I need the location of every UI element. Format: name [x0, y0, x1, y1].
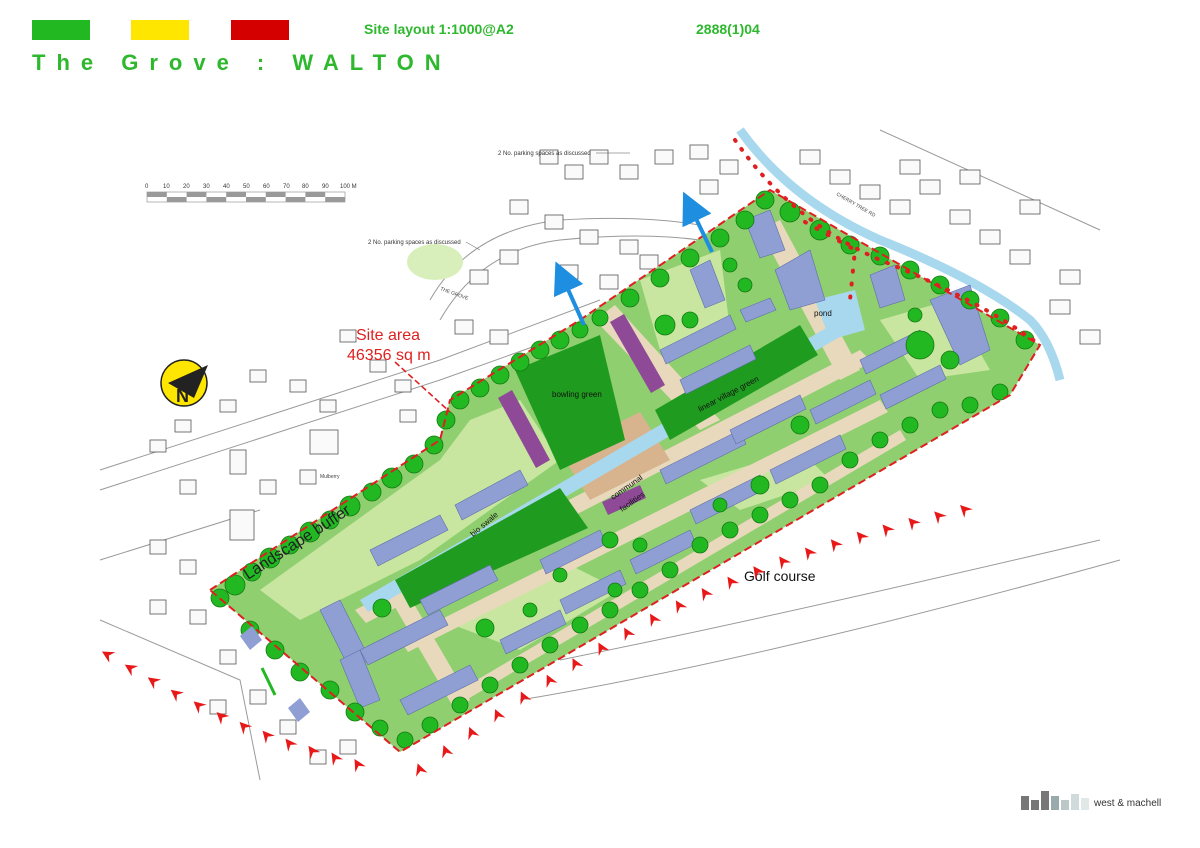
scale-bar-labels: 0 10 20 30 40 50 60 70 80 90 100 M: [145, 184, 357, 190]
facilities: [498, 314, 665, 515]
chevron-arrow-icon: [908, 517, 921, 531]
chevron-arrow-icon: [262, 730, 275, 744]
chevron-arrow-icon: [354, 758, 366, 773]
context-buildings: [149, 144, 1101, 765]
site-boundary: [208, 188, 1042, 754]
chevron-arrow-icon: [675, 600, 688, 614]
housing-blocks: [319, 209, 991, 716]
scale-label: 100 M: [340, 184, 357, 190]
chevron-arrow-icon: [701, 588, 714, 602]
pond: [815, 290, 865, 340]
legend-swatch-yellow: [131, 20, 189, 40]
street-label-the-grove: THE GROVE: [439, 286, 469, 302]
mulberry-label: Mulberry: [320, 474, 340, 480]
bowling-green-label: bowling green: [552, 390, 602, 399]
site-area-label: Site area: [356, 327, 420, 344]
access-arrow-west: [553, 261, 586, 326]
chevron-arrow-icon: [331, 752, 344, 766]
north-arrow-icon: [168, 365, 208, 398]
chevron-arrow-icon: [882, 524, 895, 538]
chevron-arrow-icon: [960, 505, 973, 518]
parking-area-green: [407, 244, 463, 280]
scale-label: 0: [145, 184, 149, 190]
legend-swatch-green: [32, 20, 90, 40]
bowling-green: [515, 335, 625, 470]
scale-label: 10: [163, 184, 170, 190]
chevron-arrow-icon: [934, 511, 947, 525]
chevron-arrow-icon: [416, 763, 428, 777]
site-area-leader: [394, 361, 451, 413]
north-arrow: N: [160, 359, 208, 407]
scale-bar: [146, 191, 346, 203]
bio-swale: [395, 488, 588, 608]
chevron-arrow-icon: [285, 738, 298, 752]
chevron-arrow-icon: [239, 721, 253, 735]
scale-label: 30: [203, 184, 210, 190]
chevron-arrow-icon: [572, 658, 584, 672]
chevron-arrow-icon: [442, 745, 454, 759]
linear-village-green: [655, 325, 818, 440]
scale-label: 70: [283, 184, 290, 190]
parking-note-top: 2 No. parking spaces as discussed: [498, 151, 591, 157]
chevron-arrow-icon: [468, 726, 480, 741]
chevron-arrow-icon: [753, 566, 766, 580]
scale-label: 60: [263, 184, 270, 190]
chevron-arrow-icon: [830, 539, 844, 553]
scale-label: 50: [243, 184, 250, 190]
chevron-arrow-icon: [779, 556, 792, 570]
chevron-arrow-icon: [598, 642, 610, 656]
pond-link-dots: [803, 220, 858, 302]
logo-mark: [1021, 791, 1089, 810]
scale-label: 40: [223, 184, 230, 190]
page-title: The Grove : WALTON: [32, 50, 452, 75]
chevron-arrow-icon: [124, 664, 139, 677]
chevron-arrow-icon: [216, 712, 230, 725]
drawing-number: 2888(1)04: [696, 21, 760, 37]
site-area-value: 46356 sq m: [347, 347, 431, 364]
parking-note-left: 2 No. parking spaces as discussed: [368, 240, 461, 246]
chevron-arrow-icon: [804, 547, 818, 561]
chevron-arrow-icon: [727, 576, 740, 590]
access-arrow-east: [682, 191, 714, 253]
chevron-arrow-icon: [624, 627, 636, 642]
chevron-arrow-icon: [308, 745, 321, 760]
chevron-arrow-icon: [520, 691, 532, 705]
layout-subtitle: Site layout 1:1000@A2: [364, 21, 514, 37]
pond-label: pond: [814, 309, 832, 318]
chevron-arrow-icon: [147, 677, 162, 690]
north-label: N: [176, 386, 189, 406]
company-logo-text: west & machell: [1094, 798, 1162, 809]
river: [736, 127, 1065, 382]
chevron-arrow-icon: [494, 709, 506, 723]
scale-label: 90: [322, 184, 329, 190]
marker-gate-1: [240, 626, 262, 650]
red-chevrons: [101, 505, 973, 777]
marker-link: [260, 667, 277, 696]
marker-gate-2: [288, 698, 310, 722]
chevron-arrow-icon: [193, 701, 207, 714]
chevron-arrow-icon: [650, 613, 662, 627]
chevron-arrow-icon: [856, 531, 870, 545]
chevron-arrow-icon: [546, 674, 558, 689]
scale-label: 80: [302, 184, 309, 190]
chevron-arrow-icon: [101, 651, 116, 663]
scale-label: 20: [183, 184, 190, 190]
legend-swatch-red: [231, 20, 289, 40]
chevron-arrow-icon: [170, 689, 184, 702]
